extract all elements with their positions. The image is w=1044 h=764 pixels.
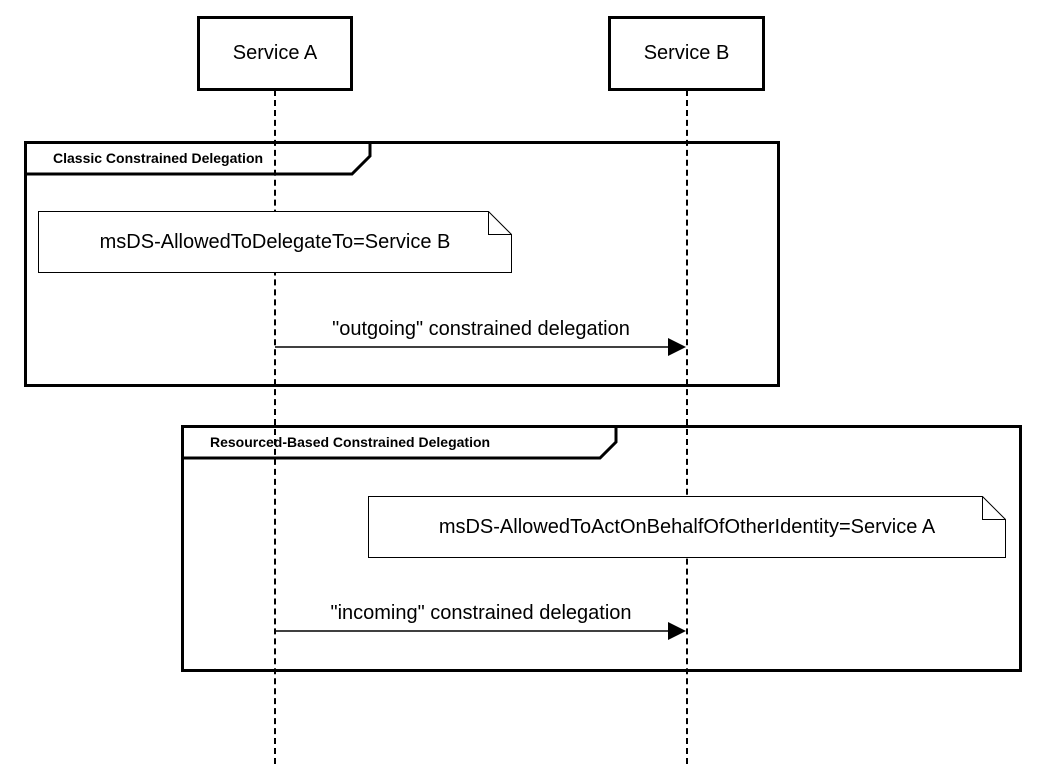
note-allowed-to-delegate-to: msDS-AllowedToDelegateTo=Service B [38,211,512,273]
frame-label: Classic Constrained Delegation [53,150,264,166]
message-incoming-delegation: "incoming" constrained delegation [275,598,687,644]
message-outgoing-delegation: "outgoing" constrained delegation [275,314,687,360]
message-label: "outgoing" constrained delegation [332,318,630,340]
message-arrow [275,338,686,356]
frame-tab [27,144,372,176]
frame-label: Resourced-Based Constrained Delegation [210,434,491,450]
participant-label: Service A [232,42,318,64]
frame-tab [184,428,618,460]
frame-resource-based-constrained-delegation: Resourced-Based Constrained Delegation [181,425,1022,672]
participant-service-a: Service A [197,16,353,91]
note-shape [368,496,1006,558]
participant-service-b: Service B [608,16,765,91]
note-allowed-to-act-on-behalf: msDS-AllowedToActOnBehalfOfOtherIdentity… [368,496,1006,558]
note-text: msDS-AllowedToDelegateTo=Service B [99,230,451,253]
note-text: msDS-AllowedToActOnBehalfOfOtherIdentity… [438,515,936,538]
message-label: "incoming" constrained delegation [330,602,632,624]
participant-label: Service B [643,42,730,64]
note-shape [38,211,512,273]
message-arrow [275,622,686,640]
frame-classic-constrained-delegation: Classic Constrained Delegation [24,141,780,387]
